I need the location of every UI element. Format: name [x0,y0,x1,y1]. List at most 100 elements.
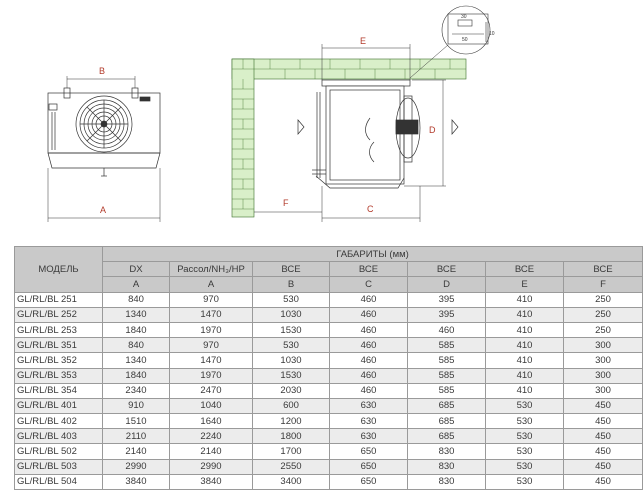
value-cell: 300 [563,337,643,354]
detail-label-10: 10 [489,31,495,37]
subheader-cell: ВСЕ [329,261,408,278]
model-cell: GL/RL/BL 401 [14,397,103,415]
model-cell: GL/RL/BL 354 [14,382,103,399]
side-view [231,37,467,222]
value-cell: 650 [329,473,408,491]
value-cell: 530 [485,473,564,491]
value-cell: 410 [485,291,564,308]
value-cell: 1470 [169,306,253,323]
model-cell: GL/RL/BL 351 [14,337,103,354]
model-cell: GL/RL/BL 251 [14,291,103,308]
detail-label-30: 30 [461,14,467,20]
value-cell: 1970 [169,321,253,339]
subheader-cell: ВСЕ [252,261,330,278]
subheader-cell: ВСЕ [563,261,643,278]
model-cell: GL/RL/BL 402 [14,413,103,430]
value-cell: 830 [407,458,486,475]
value-cell: 450 [563,473,643,491]
value-cell: 530 [485,397,564,415]
value-cell: 410 [485,337,564,354]
value-cell: 460 [329,306,408,323]
value-cell: 530 [485,443,564,460]
value-cell: 2550 [252,458,330,475]
value-cell: 1970 [169,367,253,384]
value-cell: 1700 [252,443,330,460]
value-cell: 630 [329,397,408,415]
letter-cell: C [329,276,408,293]
letter-cell: F [563,276,643,293]
value-cell: 530 [485,413,564,430]
value-cell: 1040 [169,397,253,415]
value-cell: 395 [407,306,486,323]
value-cell: 970 [169,337,253,354]
subheader-cell: DX [102,261,170,278]
value-cell: 840 [102,291,170,308]
value-cell: 450 [563,397,643,415]
value-cell: 1340 [102,306,170,323]
table-subheader-row: DX Рассол/NH₃/HP ВСЕ ВСЕ ВСЕ ВСЕ ВСЕ [15,261,643,278]
dim-label-f: F [283,198,289,208]
value-cell: 1840 [102,321,170,339]
value-cell: 460 [329,352,408,369]
dim-label-b: B [99,66,105,76]
letter-cell: D [407,276,486,293]
value-cell: 2140 [102,443,170,460]
value-cell: 450 [563,458,643,475]
value-cell: 2030 [252,382,330,399]
value-cell: 1030 [252,352,330,369]
model-cell: GL/RL/BL 504 [14,473,103,491]
value-cell: 2140 [169,443,253,460]
value-cell: 450 [563,428,643,445]
value-cell: 460 [329,291,408,308]
value-cell: 685 [407,413,486,430]
value-cell: 910 [102,397,170,415]
value-cell: 1640 [169,413,253,430]
model-cell: GL/RL/BL 503 [14,458,103,475]
value-cell: 250 [563,306,643,323]
value-cell: 840 [102,337,170,354]
subheader-cell: ВСЕ [407,261,486,278]
value-cell: 450 [563,443,643,460]
value-cell: 650 [329,458,408,475]
model-cell: GL/RL/BL 403 [14,428,103,445]
value-cell: 300 [563,367,643,384]
value-cell: 2990 [102,458,170,475]
model-cell: GL/RL/BL 502 [14,443,103,460]
model-column-header: МОДЕЛЬ [14,246,103,293]
value-cell: 585 [407,382,486,399]
value-cell: 585 [407,337,486,354]
dim-label-a: A [100,205,106,215]
value-cell: 530 [485,458,564,475]
value-cell: 3840 [169,473,253,491]
value-cell: 1840 [102,367,170,384]
value-cell: 1340 [102,352,170,369]
value-cell: 650 [329,443,408,460]
detail-label-50: 50 [462,37,468,43]
value-cell: 685 [407,428,486,445]
value-cell: 410 [485,306,564,323]
letter-cell: B [252,276,330,293]
dimensions-table: МОДЕЛЬ ГАБАРИТЫ (мм) DX Рассол/NH₃/HP ВС… [14,245,643,491]
slot-detail [441,5,491,55]
letter-cell: E [485,276,564,293]
value-cell: 1030 [252,306,330,323]
dimensions-group-header: ГАБАРИТЫ (мм) [102,245,643,263]
dim-label-c: C [367,204,374,214]
table-header-row: МОДЕЛЬ ГАБАРИТЫ (мм) [14,245,643,293]
front-view [47,76,161,222]
value-cell: 395 [407,291,486,308]
table-letter-row: A A B C D E F [15,276,643,293]
model-cell: GL/RL/BL 253 [14,321,103,339]
value-cell: 585 [407,352,486,369]
value-cell: 1470 [169,352,253,369]
value-cell: 250 [563,321,643,339]
value-cell: 410 [485,367,564,384]
